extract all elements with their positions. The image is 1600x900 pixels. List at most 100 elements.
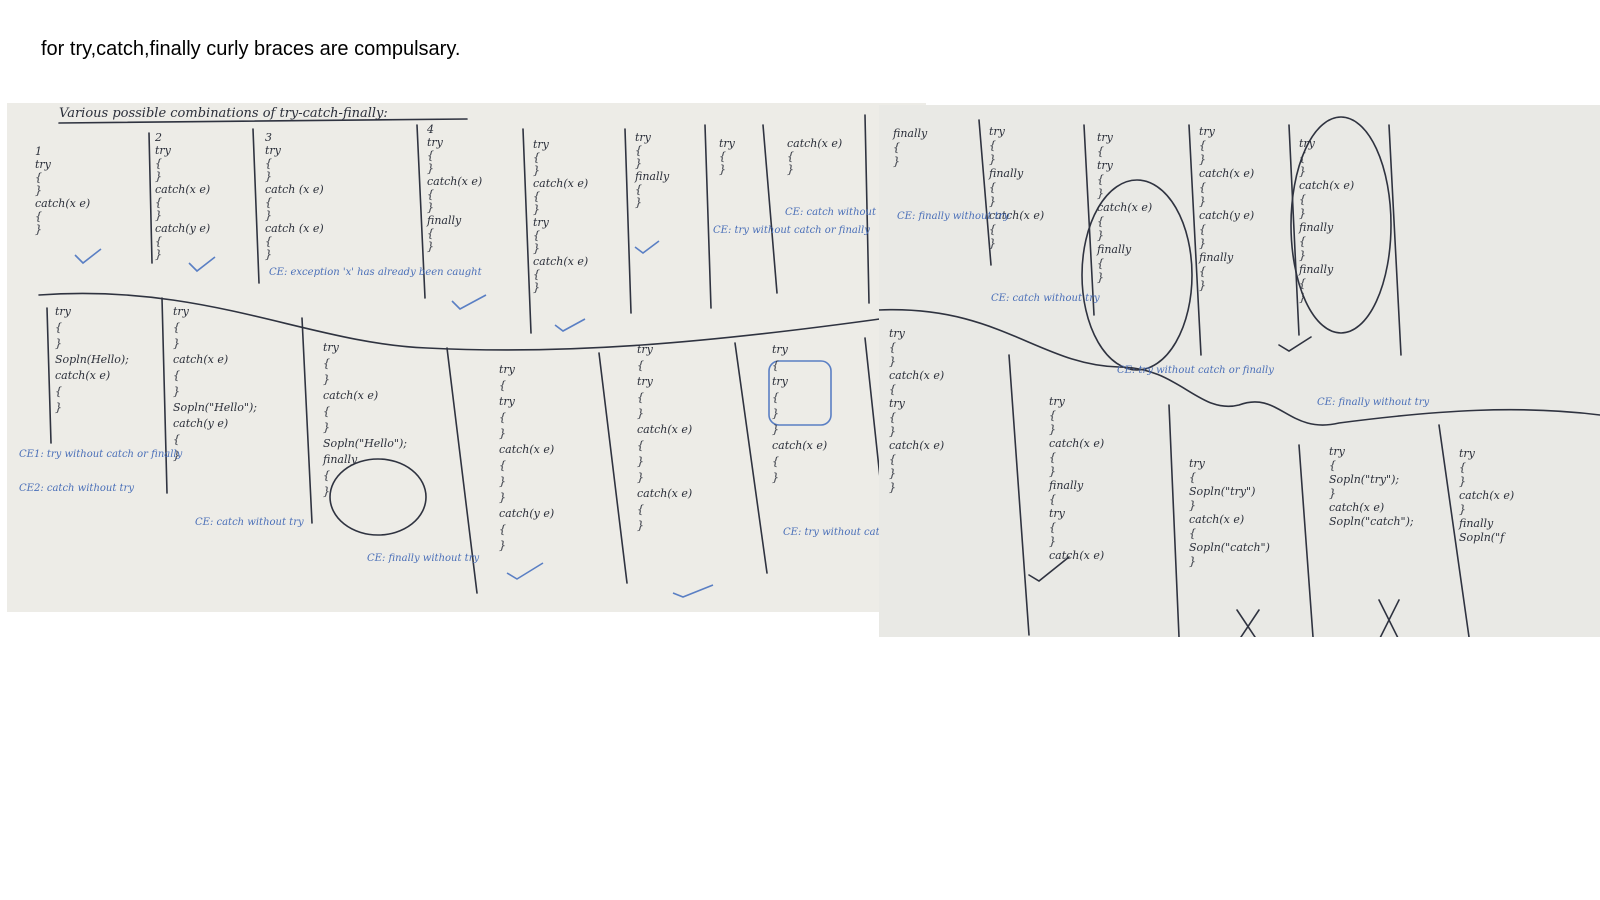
code-line: Sopln("try") — [1189, 485, 1255, 498]
compile-error-note: CE: try without catch or finally — [1117, 365, 1274, 376]
code-line: { — [1329, 459, 1336, 472]
code-line: try — [155, 144, 172, 157]
code-line: Sopln("f — [1459, 531, 1506, 544]
code-line: { — [173, 433, 180, 446]
code-line: } — [635, 157, 642, 170]
code-line: } — [772, 423, 779, 436]
code-line: { — [889, 383, 896, 396]
code-line: try — [635, 131, 652, 144]
code-line: { — [533, 268, 540, 281]
code-line: { — [265, 157, 272, 170]
code-line: finally — [1198, 251, 1234, 264]
code-line: catch(x e) — [1189, 513, 1244, 526]
compile-error-note: CE2: catch without try — [19, 483, 134, 494]
code-line: catch(y e) — [499, 507, 554, 520]
code-line: } — [787, 163, 794, 176]
code-line: } — [637, 471, 644, 484]
code-line: } — [893, 155, 900, 168]
code-line: { — [533, 151, 540, 164]
code-line: catch(x e) — [637, 487, 692, 500]
code-line: } — [635, 196, 642, 209]
code-line: try — [637, 343, 654, 356]
code-line: { — [1299, 151, 1306, 164]
compile-error-note: CE: catch without try — [195, 517, 304, 528]
code-line: { — [55, 385, 62, 398]
code-line: } — [1199, 195, 1206, 208]
code-line: { — [1097, 257, 1104, 270]
code-line: try — [323, 341, 340, 354]
code-line: } — [889, 355, 896, 368]
code-line: 1 — [35, 145, 42, 158]
code-line: catch(x e) — [889, 439, 944, 452]
code-line: { — [1049, 451, 1056, 464]
code-line: { — [1199, 181, 1206, 194]
code-line: try — [173, 305, 190, 318]
code-line: } — [1199, 153, 1206, 166]
code-line: { — [1049, 493, 1056, 506]
code-line: } — [989, 153, 996, 166]
code-line: } — [427, 201, 434, 214]
code-line: { — [637, 439, 644, 452]
code-line: { — [323, 469, 330, 482]
code-line: { — [989, 223, 996, 236]
code-line: } — [55, 337, 62, 350]
code-line: try — [1097, 131, 1114, 144]
code-line: { — [719, 150, 726, 163]
code-line: try — [772, 375, 789, 388]
code-line: try — [1199, 125, 1216, 138]
code-line: { — [1299, 277, 1306, 290]
code-line: { — [989, 139, 996, 152]
code-line: } — [55, 401, 62, 414]
compile-error-note: CE: try without catch or finally — [783, 527, 926, 538]
code-line: try — [499, 363, 516, 376]
note-text: for try,catch,finally curly braces are c… — [41, 38, 461, 60]
code-line: catch(x e) — [155, 183, 210, 196]
code-line: try — [1459, 447, 1476, 460]
code-line: { — [499, 459, 506, 472]
code-line: { — [1189, 471, 1196, 484]
code-line: { — [772, 359, 779, 372]
compile-error-note: CE: catch without try — [991, 293, 1100, 304]
code-line: { — [173, 321, 180, 334]
code-line: finally — [1048, 479, 1084, 492]
code-line: Sopln("catch") — [1189, 541, 1270, 554]
code-line: } — [1329, 487, 1336, 500]
code-line: finally — [892, 127, 928, 140]
code-line: { — [1459, 461, 1466, 474]
whiteboard-title: Various possible combinations of try-cat… — [59, 106, 388, 121]
code-line: { — [635, 144, 642, 157]
code-samples-right: finally{}try{}finally{}catch(x e){}try{t… — [889, 125, 1514, 568]
code-line: } — [889, 425, 896, 438]
code-line: try — [427, 136, 444, 149]
code-line: } — [989, 195, 996, 208]
code-line: } — [1459, 475, 1466, 488]
code-line: catch(x e) — [787, 137, 842, 150]
code-line: finally — [322, 453, 358, 466]
code-line: } — [173, 449, 180, 462]
code-line: catch (x e) — [265, 222, 324, 235]
code-line: } — [323, 421, 330, 434]
code-line: { — [787, 150, 794, 163]
code-line: catch(x e) — [772, 439, 827, 452]
code-line: catch(x e) — [1049, 437, 1104, 450]
code-line: catch(y e) — [173, 417, 228, 430]
code-line: try — [1299, 137, 1316, 150]
code-line: } — [533, 242, 540, 255]
code-line: try — [265, 144, 282, 157]
code-line: } — [1299, 291, 1306, 304]
code-line: try — [1049, 395, 1066, 408]
code-line: catch(x e) — [427, 175, 482, 188]
code-line: catch(x e) — [1097, 201, 1152, 214]
code-line: { — [499, 411, 506, 424]
code-line: { — [173, 369, 180, 382]
code-line: try — [533, 216, 550, 229]
code-line: try — [1329, 445, 1346, 458]
code-line: { — [637, 503, 644, 516]
code-line: { — [155, 157, 162, 170]
code-line: } — [772, 471, 779, 484]
code-line: { — [1097, 173, 1104, 186]
code-line: { — [1097, 145, 1104, 158]
code-line: } — [533, 164, 540, 177]
code-line: { — [1299, 235, 1306, 248]
